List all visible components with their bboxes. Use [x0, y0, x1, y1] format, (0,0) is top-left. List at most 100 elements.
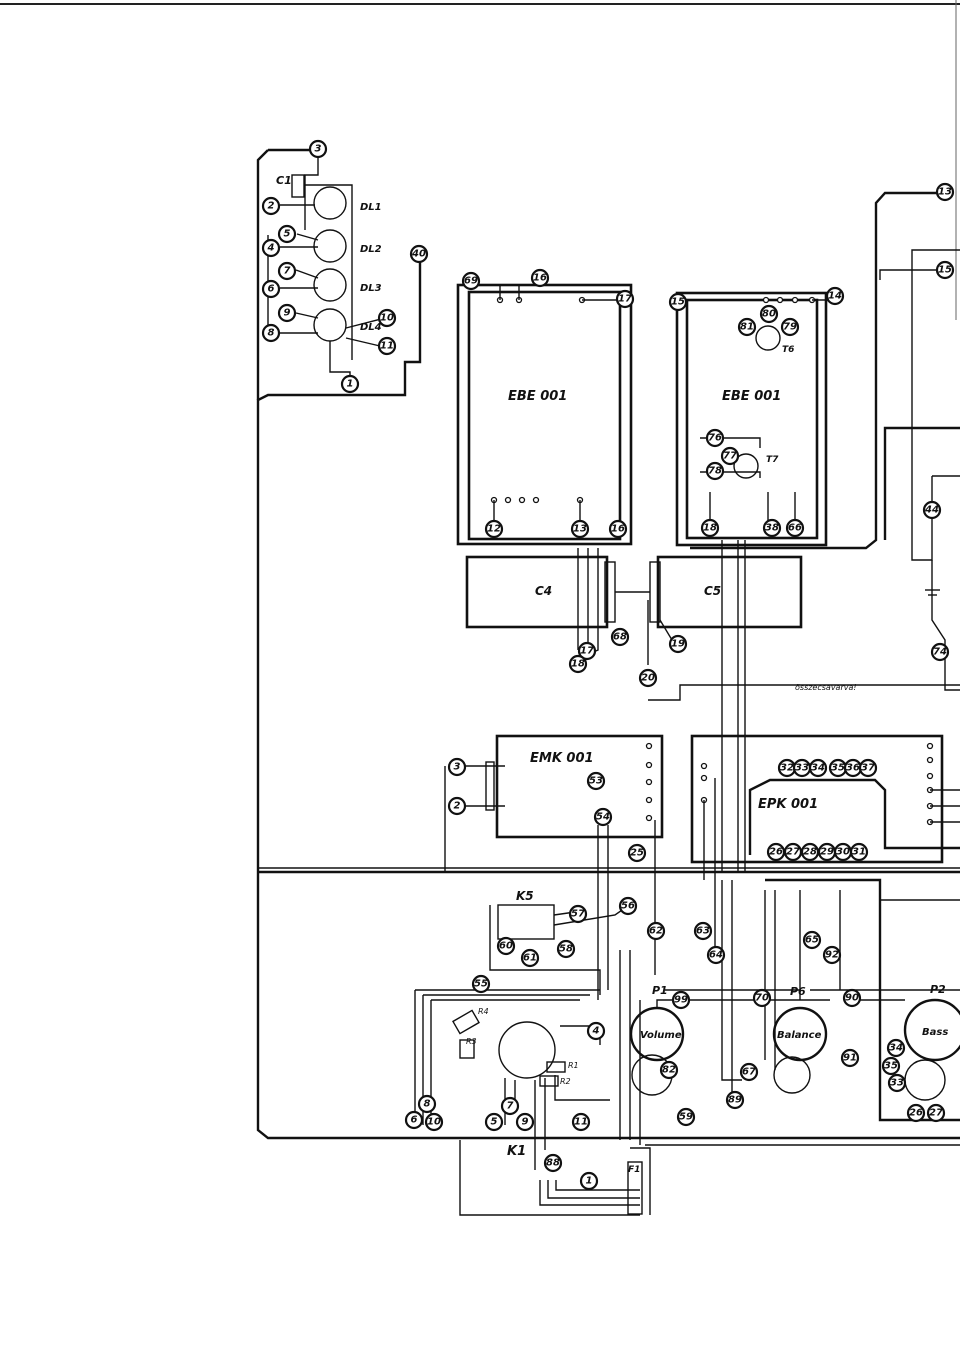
svg-text:25: 25 [630, 848, 644, 859]
svg-text:10: 10 [427, 1117, 441, 1128]
svg-text:57: 57 [571, 909, 585, 920]
terminal: 12 [484, 519, 504, 539]
svg-text:2: 2 [268, 201, 275, 212]
svg-text:62: 62 [649, 926, 663, 937]
terminal: 18 [700, 518, 720, 538]
f1-label: F1 [628, 1165, 640, 1175]
c5-box [656, 555, 803, 629]
svg-text:59: 59 [679, 1112, 693, 1123]
svg-text:26: 26 [769, 847, 783, 858]
dl2-label: DL2 [360, 244, 382, 255]
terminal: 28 [800, 842, 820, 862]
terminal: 58 [556, 939, 576, 959]
svg-text:40: 40 [411, 249, 426, 260]
balance-pot-body [772, 1006, 828, 1062]
r1-label: R1 [568, 1061, 579, 1070]
c4-box [465, 555, 609, 629]
t6-transistor [755, 325, 781, 351]
svg-text:58: 58 [559, 944, 573, 955]
k1-body [498, 1021, 556, 1079]
terminal: 10 [377, 308, 397, 328]
svg-text:33: 33 [890, 1078, 904, 1089]
svg-text:55: 55 [474, 979, 488, 990]
svg-text:37: 37 [861, 763, 875, 774]
ebe1-label: EBE 001 [508, 389, 567, 404]
terminal: 90 [842, 988, 862, 1008]
t7-label: T7 [766, 455, 779, 465]
dl3-label: DL3 [360, 283, 382, 294]
svg-text:66: 66 [788, 523, 802, 534]
svg-text:88: 88 [546, 1158, 560, 1169]
k5-switch: K5 [497, 889, 626, 940]
terminal: 33 [792, 758, 812, 778]
terminal: 54 [593, 807, 613, 827]
svg-text:20: 20 [641, 673, 655, 684]
svg-text:15: 15 [938, 265, 952, 276]
dl4-socket [313, 308, 347, 342]
epk-frame [690, 734, 944, 864]
svg-text:16: 16 [611, 524, 625, 535]
terminal: 68 [610, 627, 630, 647]
terminal: 57 [568, 904, 588, 924]
svg-text:15: 15 [671, 297, 685, 308]
terminal: 64 [706, 945, 726, 965]
svg-text:8: 8 [268, 328, 275, 339]
chassis-bus [256, 148, 960, 1140]
svg-text:54: 54 [596, 812, 610, 823]
bass-pot: Bass P2 [860, 983, 960, 1101]
terminal: 77 [720, 446, 740, 466]
svg-text:74: 74 [933, 647, 947, 658]
terminal: 2 [261, 196, 281, 216]
svg-text:4: 4 [267, 243, 275, 254]
svg-text:28: 28 [803, 847, 817, 858]
terminal: 20 [638, 668, 658, 688]
terminal: 33 [887, 1073, 907, 1093]
terminal: 53 [586, 771, 606, 791]
emk-frame [495, 734, 664, 839]
ebe2-frame [675, 291, 828, 547]
terminal: 59 [676, 1107, 696, 1127]
svg-text:92: 92 [825, 950, 839, 961]
svg-text:70: 70 [755, 993, 769, 1004]
terminal: 27 [926, 1103, 946, 1123]
terminal: 78 [705, 461, 725, 481]
c5-label: C5 [704, 584, 721, 598]
svg-text:35: 35 [831, 763, 845, 774]
svg-text:1: 1 [347, 379, 354, 390]
svg-text:7: 7 [507, 1101, 514, 1112]
svg-text:13: 13 [938, 187, 952, 198]
terminal: 55 [471, 974, 491, 994]
terminal: 18 [568, 654, 588, 674]
terminal: 66 [785, 518, 805, 538]
terminal: 3 [308, 139, 328, 159]
terminal: 38 [762, 518, 782, 538]
svg-text:79: 79 [783, 322, 797, 333]
terminal: 63 [693, 921, 713, 941]
terminal: 99 [671, 990, 691, 1010]
svg-text:64: 64 [709, 950, 723, 961]
svg-text:5: 5 [491, 1117, 498, 1128]
svg-text:16: 16 [533, 273, 547, 284]
svg-text:4: 4 [592, 1026, 600, 1037]
svg-text:17: 17 [618, 294, 632, 305]
svg-text:99: 99 [674, 995, 688, 1006]
terminal: 14 [825, 286, 845, 306]
terminal: 37 [858, 758, 878, 778]
terminal: 11 [377, 336, 397, 356]
terminal: 60 [496, 936, 516, 956]
svg-text:69: 69 [464, 276, 478, 287]
terminal: 65 [802, 930, 822, 950]
terminal: 92 [822, 945, 842, 965]
terminal: 15 [668, 292, 688, 312]
terminal: 6 [261, 279, 281, 299]
bass-label: Bass [922, 1027, 948, 1038]
terminal: 56 [618, 896, 638, 916]
svg-text:31: 31 [852, 847, 866, 858]
lower-wiring [414, 878, 960, 1216]
dl3-socket [313, 268, 347, 302]
terminal: 26 [906, 1103, 926, 1123]
terminal: 88 [543, 1153, 563, 1173]
svg-text:12: 12 [487, 524, 501, 535]
bass-pot-body [903, 998, 960, 1062]
volume-label: Volume [640, 1030, 682, 1041]
